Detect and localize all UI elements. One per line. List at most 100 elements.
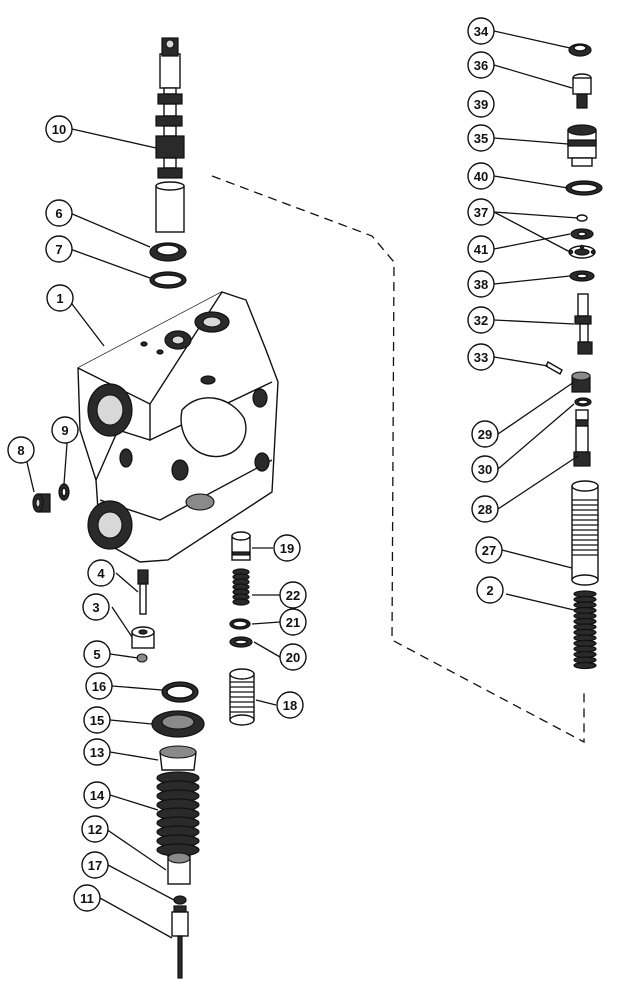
callout-22: 22 xyxy=(279,581,307,609)
washer-37 xyxy=(570,228,594,240)
callout-3: 3 xyxy=(82,593,110,621)
callout-label: 10 xyxy=(52,122,66,137)
o-ring-7 xyxy=(149,271,187,289)
fitting-36 xyxy=(572,73,592,109)
callout-label: 3 xyxy=(92,600,99,615)
spring-seat-13 xyxy=(159,745,197,771)
callout-30: 30 xyxy=(471,455,499,483)
callout-34: 34 xyxy=(467,17,495,45)
callout-label: 17 xyxy=(88,858,102,873)
pin-4 xyxy=(137,569,149,615)
callout-label: 5 xyxy=(93,647,100,662)
o-ring-30 xyxy=(574,397,592,407)
callout-label: 2 xyxy=(486,583,493,598)
o-ring-17 xyxy=(173,895,187,905)
callout-15: 15 xyxy=(83,706,111,734)
spring-14 xyxy=(156,771,200,857)
callout-label: 27 xyxy=(482,543,496,558)
callout-label: 15 xyxy=(90,713,104,728)
callout-2: 2 xyxy=(476,576,504,604)
callout-label: 13 xyxy=(90,745,104,760)
callout-label: 37 xyxy=(474,205,488,220)
callout-32: 32 xyxy=(467,306,495,334)
o-ring-16 xyxy=(161,681,199,703)
callout-label: 22 xyxy=(286,588,300,603)
cap-3 xyxy=(131,626,155,649)
callout-label: 30 xyxy=(478,462,492,477)
callout-label: 16 xyxy=(92,679,106,694)
spool-assembly xyxy=(155,37,185,233)
dashed-assembly-line xyxy=(211,175,585,744)
callout-label: 41 xyxy=(474,242,488,257)
fitting-35 xyxy=(567,124,597,167)
callout-label: 9 xyxy=(61,423,68,438)
callout-9: 9 xyxy=(51,416,79,444)
callout-label: 35 xyxy=(474,131,488,146)
callout-label: 29 xyxy=(478,427,492,442)
callout-19: 19 xyxy=(273,534,301,562)
callout-10: 10 xyxy=(45,115,73,143)
spring-coil xyxy=(573,661,597,670)
leader-lines xyxy=(25,30,579,939)
callout-group: 1 2 3 4 5 6 7 8 9 10 11 12 13 14 15 16 1… xyxy=(7,17,504,912)
plug-19 xyxy=(231,531,251,561)
callout-label: 20 xyxy=(286,650,300,665)
callout-label: 34 xyxy=(474,24,489,39)
callout-40: 40 xyxy=(467,162,495,190)
callout-label: 36 xyxy=(474,58,488,73)
callout-37: 37 xyxy=(467,198,495,226)
callout-label: 14 xyxy=(90,788,105,803)
shaft-32 xyxy=(574,293,593,355)
callout-39: 39 xyxy=(467,90,495,118)
retainer-15 xyxy=(151,710,205,738)
callout-8: 8 xyxy=(7,436,35,464)
spring-22 xyxy=(232,568,250,606)
callout-label: 6 xyxy=(55,206,62,221)
callout-label: 12 xyxy=(88,822,102,837)
spring-2 xyxy=(573,590,597,670)
bolt-11 xyxy=(171,905,189,979)
callout-7: 7 xyxy=(45,235,73,263)
callout-6: 6 xyxy=(45,199,73,227)
callout-label: 19 xyxy=(280,541,294,556)
spring-coil xyxy=(232,598,250,606)
callout-29: 29 xyxy=(471,420,499,448)
callout-28: 28 xyxy=(471,495,499,523)
washer-20 xyxy=(229,636,253,648)
callout-16: 16 xyxy=(85,672,113,700)
callout-18: 18 xyxy=(276,691,304,719)
callout-label: 39 xyxy=(474,97,488,112)
callout-label: 40 xyxy=(474,169,488,184)
callout-20: 20 xyxy=(279,643,307,671)
callout-label: 21 xyxy=(286,615,300,630)
callout-label: 38 xyxy=(474,277,488,292)
callout-label: 33 xyxy=(474,350,488,365)
callout-33: 33 xyxy=(467,343,495,371)
callout-13: 13 xyxy=(83,738,111,766)
callout-label: 1 xyxy=(56,291,63,306)
callout-21: 21 xyxy=(279,608,307,636)
callout-label: 7 xyxy=(55,242,62,257)
callout-38: 38 xyxy=(467,270,495,298)
callout-41: 41 xyxy=(467,235,495,263)
bearing-41 xyxy=(568,244,596,259)
sleeve-18 xyxy=(229,668,255,726)
o-ring-21 xyxy=(229,618,251,630)
callout-11: 11 xyxy=(73,884,101,912)
callout-label: 18 xyxy=(283,698,297,713)
callout-label: 28 xyxy=(478,502,492,517)
callout-1: 1 xyxy=(46,284,74,312)
pin-33 xyxy=(545,361,563,375)
seal-6 xyxy=(149,242,187,262)
plug-8 xyxy=(32,493,51,513)
cap-29 xyxy=(571,371,591,393)
o-ring-39 xyxy=(565,180,603,196)
callout-36: 36 xyxy=(467,51,495,79)
sleeve-27 xyxy=(571,480,599,586)
callout-label: 11 xyxy=(80,891,94,906)
ball-5 xyxy=(136,653,148,663)
callout-label: 32 xyxy=(474,313,488,328)
nut-34 xyxy=(568,43,592,57)
spring-seat-12 xyxy=(167,852,191,885)
